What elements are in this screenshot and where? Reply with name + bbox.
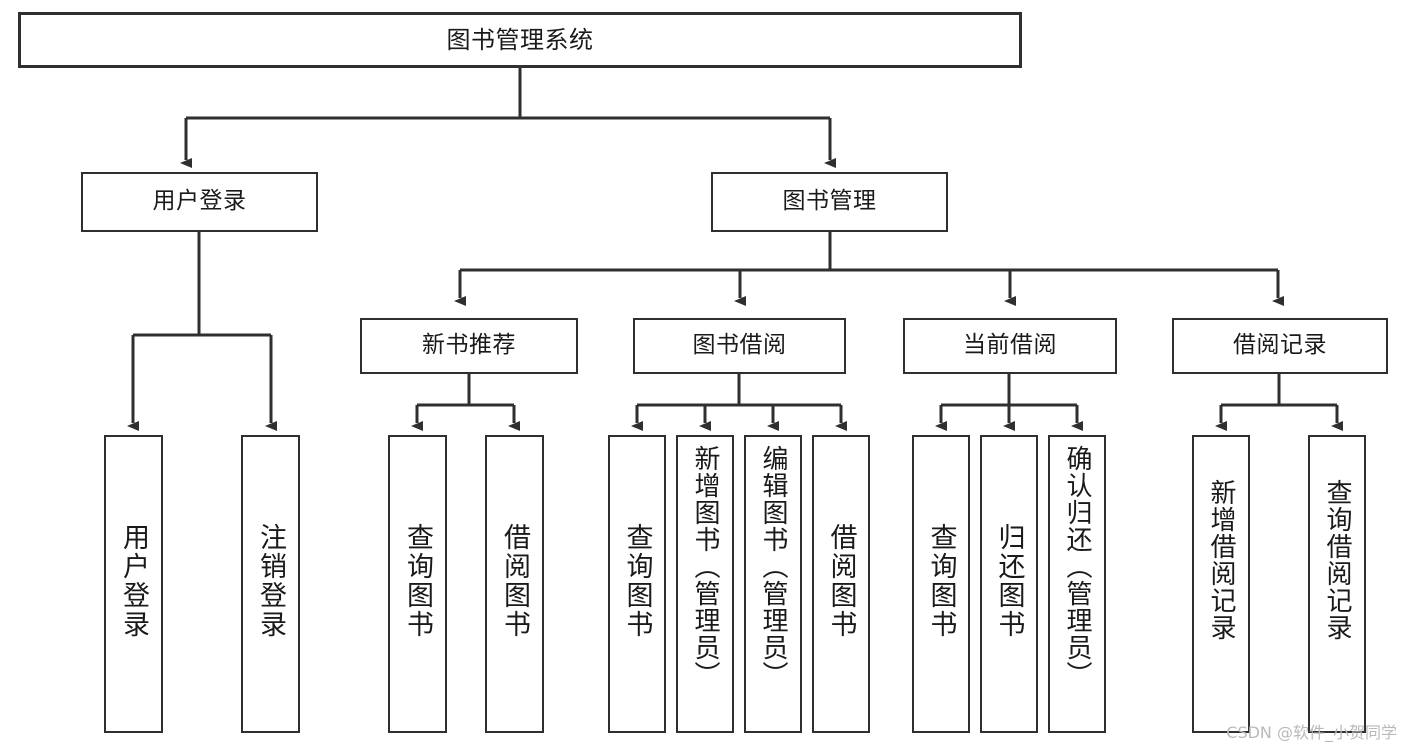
node-label: 查询图书 [621, 523, 653, 639]
leaf-logout[interactable]: 注销登录 [241, 435, 300, 733]
node-root-book-management-system[interactable]: 图书管理系统 [18, 12, 1022, 68]
node-user-login[interactable]: 用户登录 [81, 172, 318, 232]
node-borrow-record[interactable]: 借阅记录 [1172, 318, 1388, 374]
node-label: 用户登录 [118, 523, 149, 639]
leaf-edit-book-admin[interactable]: 编辑图书（管理员） [744, 435, 802, 733]
node-label: 图书管理 [782, 188, 877, 215]
node-label: 查询图书 [402, 523, 433, 639]
leaf-add-book-admin[interactable]: 新增图书（管理员） [676, 435, 734, 733]
node-label: 借阅图书 [825, 523, 857, 639]
node-current-borrow[interactable]: 当前借阅 [903, 318, 1117, 374]
node-label: 用户登录 [152, 188, 247, 215]
node-label: 新书推荐 [422, 332, 516, 359]
node-label: 当前借阅 [963, 332, 1057, 359]
leaf-borrow-book-recommend[interactable]: 借阅图书 [485, 435, 544, 733]
node-label: 新增图书（管理员） [690, 445, 720, 688]
node-new-book-recommend[interactable]: 新书推荐 [360, 318, 578, 374]
leaf-add-borrow-record[interactable]: 新增借阅记录 [1192, 435, 1250, 733]
leaf-confirm-return-admin[interactable]: 确认归还（管理员） [1048, 435, 1106, 733]
node-label: 借阅图书 [499, 523, 530, 639]
csdn-watermark: CSDN @软件_小贺同学 [1226, 723, 1397, 742]
leaf-borrow-book[interactable]: 借阅图书 [812, 435, 870, 733]
node-label: 归还图书 [993, 523, 1025, 639]
node-book-management[interactable]: 图书管理 [711, 172, 948, 232]
node-label: 图书借阅 [692, 332, 787, 359]
node-label: 查询借阅记录 [1322, 479, 1352, 641]
node-label: 注销登录 [255, 523, 286, 639]
node-label: 新增借阅记录 [1206, 479, 1236, 641]
node-label: 借阅记录 [1233, 332, 1327, 359]
leaf-query-book-recommend[interactable]: 查询图书 [388, 435, 447, 733]
node-label: 查询图书 [925, 523, 957, 639]
leaf-query-book-current[interactable]: 查询图书 [912, 435, 970, 733]
leaf-return-book[interactable]: 归还图书 [980, 435, 1038, 733]
node-label: 图书管理系统 [446, 25, 594, 54]
node-label: 编辑图书（管理员） [758, 445, 788, 688]
leaf-query-borrow-record[interactable]: 查询借阅记录 [1308, 435, 1366, 733]
leaf-query-book-borrow[interactable]: 查询图书 [608, 435, 666, 733]
leaf-user-login[interactable]: 用户登录 [104, 435, 163, 733]
node-book-borrow[interactable]: 图书借阅 [633, 318, 846, 374]
node-label: 确认归还（管理员） [1062, 445, 1092, 688]
